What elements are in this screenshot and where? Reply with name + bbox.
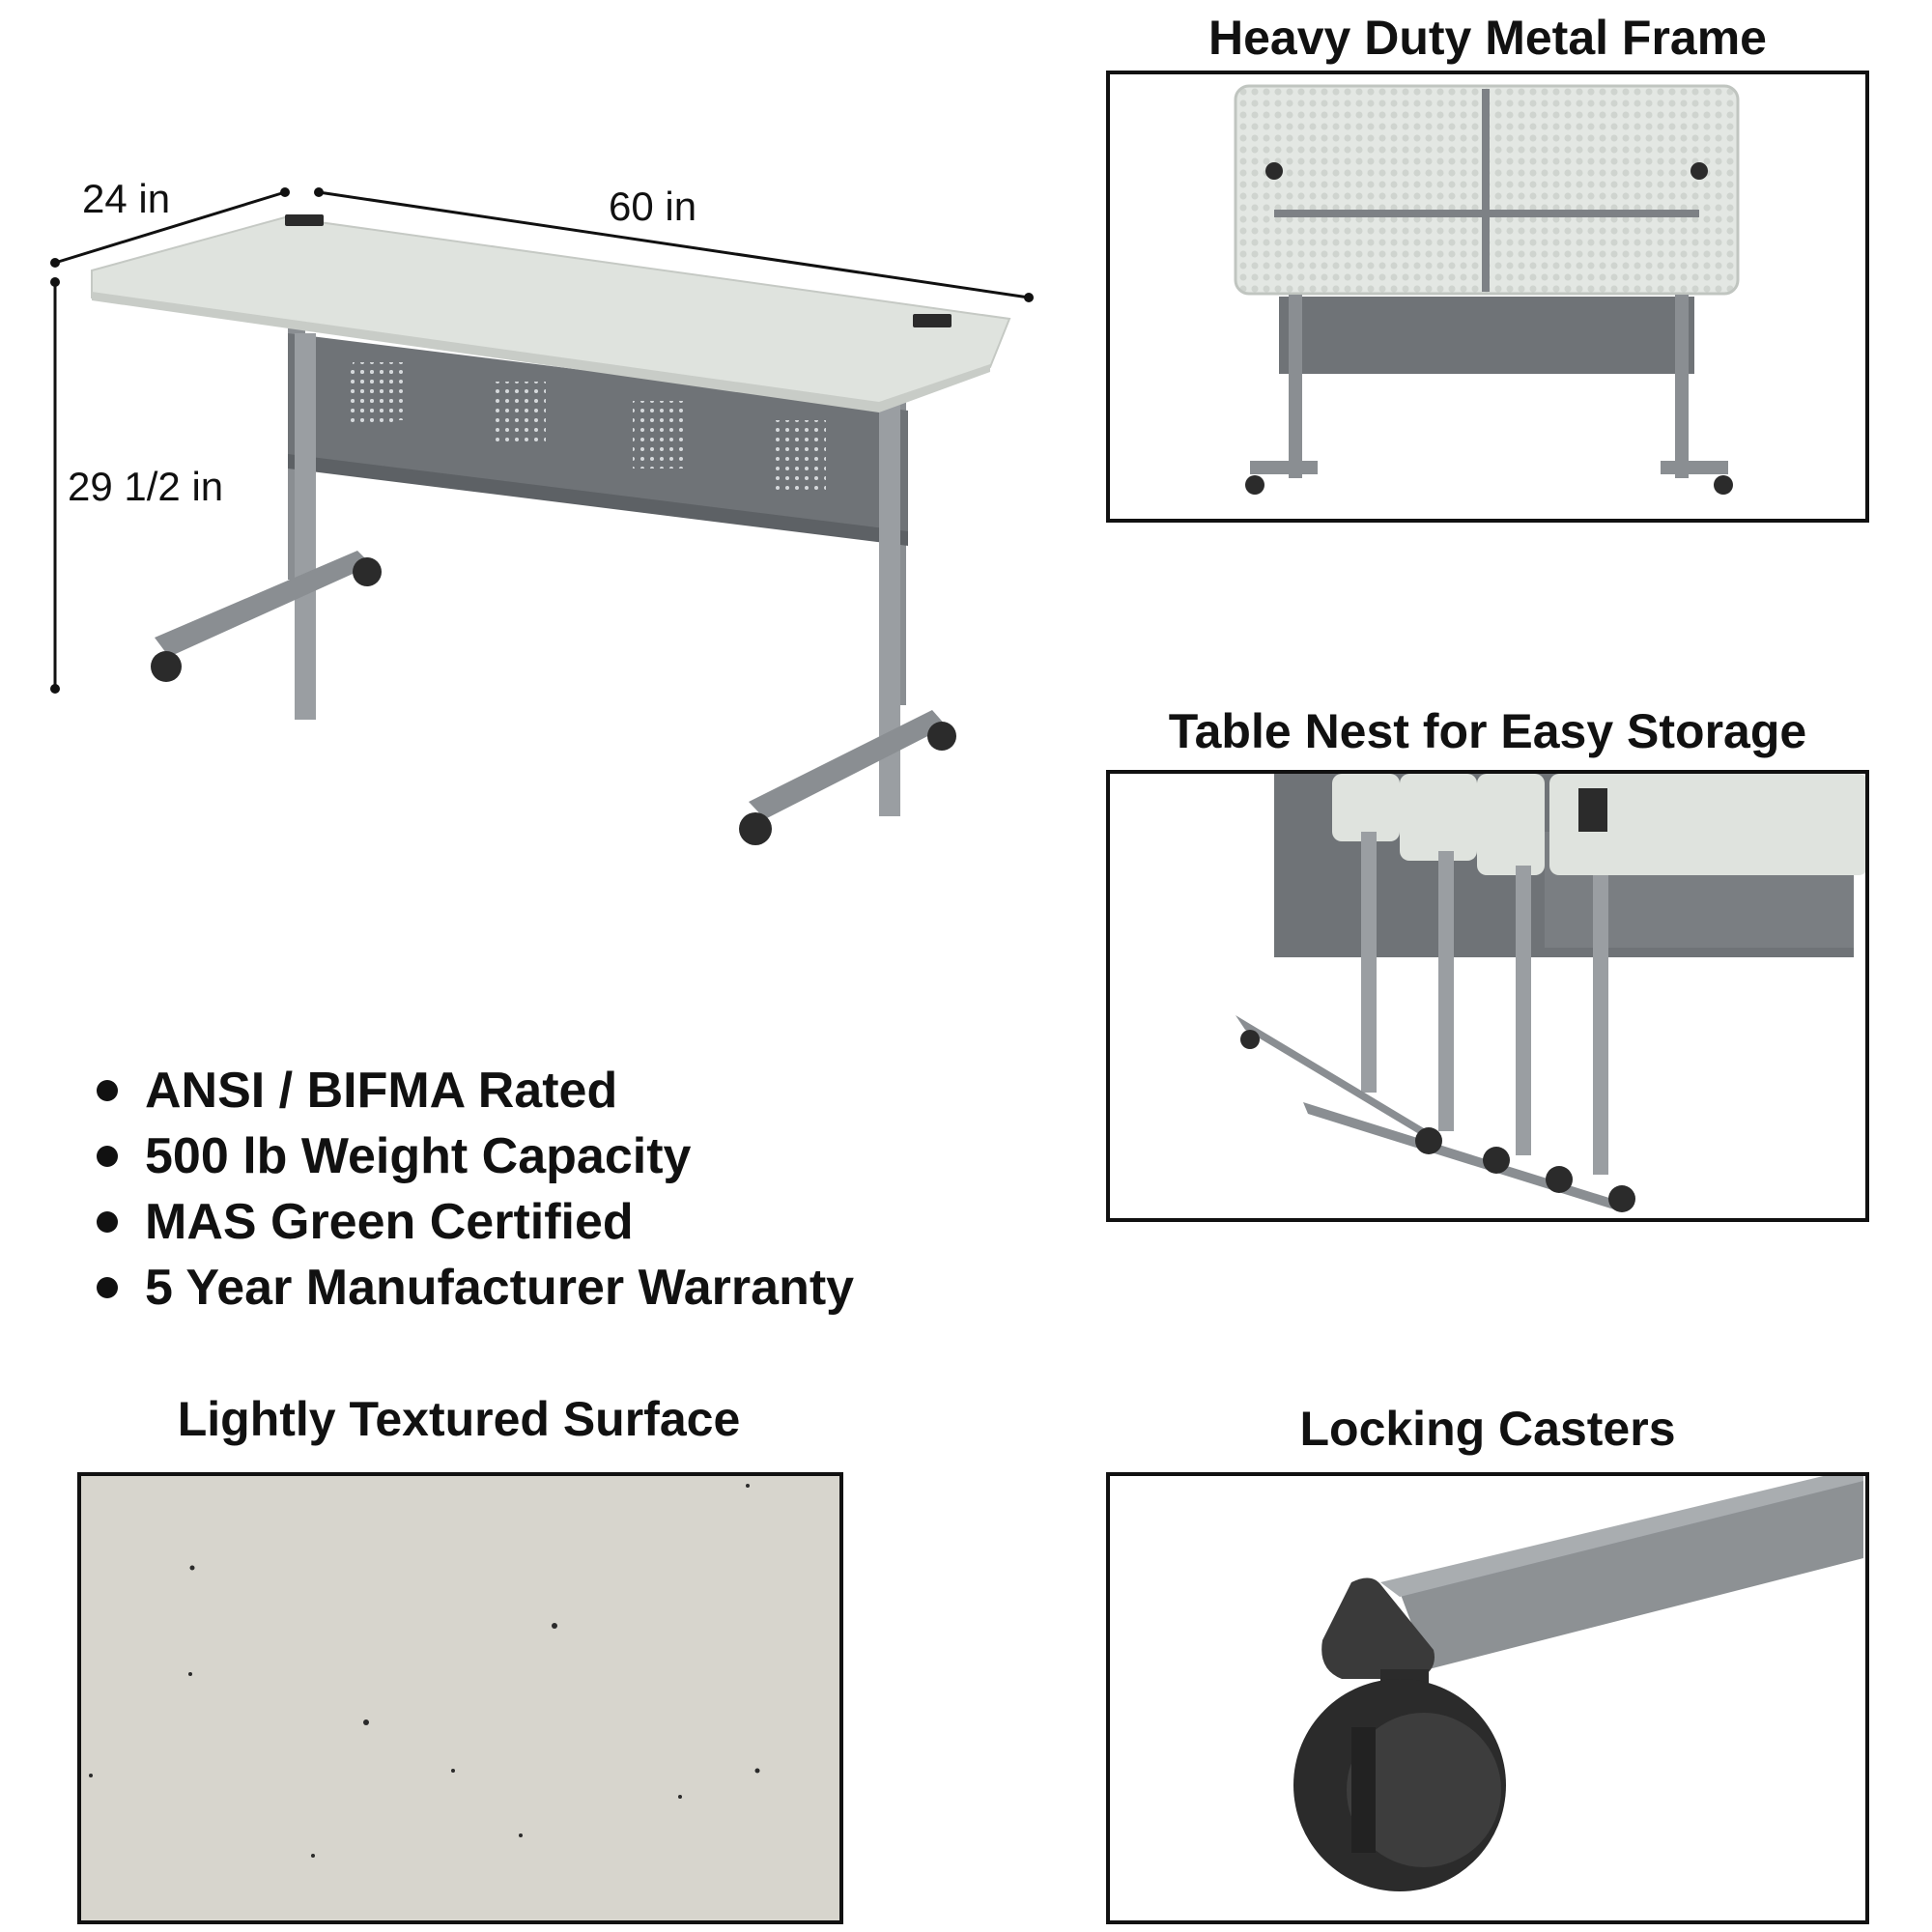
height-dimension-label: 29 1/2 in: [68, 464, 224, 509]
feature-list: ANSI / BIFMA Rated 500 lb Weight Capacit…: [97, 1058, 854, 1321]
feature-item: ANSI / BIFMA Rated: [97, 1058, 854, 1123]
bullet-icon: [97, 1277, 118, 1298]
feature-text: ANSI / BIFMA Rated: [145, 1063, 618, 1119]
table-drawing: [50, 187, 1034, 845]
depth-dimension-label: 24 in: [82, 176, 171, 221]
frame-drawing: [1234, 84, 1740, 495]
surface-panel: [77, 1472, 843, 1924]
feature-item: 500 lb Weight Capacity: [97, 1123, 854, 1189]
surface-texture-drawing: [81, 1476, 839, 1920]
width-dimension-label: 60 in: [609, 184, 697, 229]
nest-panel-title: Table Nest for Easy Storage: [1168, 704, 1807, 758]
bullet-icon: [97, 1211, 118, 1233]
caster-drawing: [1293, 1476, 1863, 1891]
bullet-icon: [97, 1146, 118, 1167]
feature-text: 500 lb Weight Capacity: [145, 1128, 692, 1184]
feature-item: 5 Year Manufacturer Warranty: [97, 1255, 854, 1321]
nest-panel: [1106, 770, 1869, 1222]
feature-text: MAS Green Certified: [145, 1194, 634, 1250]
frame-panel: [1106, 71, 1869, 523]
feature-item: MAS Green Certified: [97, 1189, 854, 1255]
casters-panel: [1106, 1472, 1869, 1924]
nest-drawing: [1236, 774, 1865, 1212]
table-illustration: [39, 174, 1043, 869]
bullet-icon: [97, 1080, 118, 1101]
surface-panel-title: Lightly Textured Surface: [177, 1392, 741, 1446]
casters-panel-title: Locking Casters: [1299, 1402, 1676, 1456]
frame-panel-title: Heavy Duty Metal Frame: [1208, 11, 1767, 65]
feature-text: 5 Year Manufacturer Warranty: [145, 1260, 855, 1316]
